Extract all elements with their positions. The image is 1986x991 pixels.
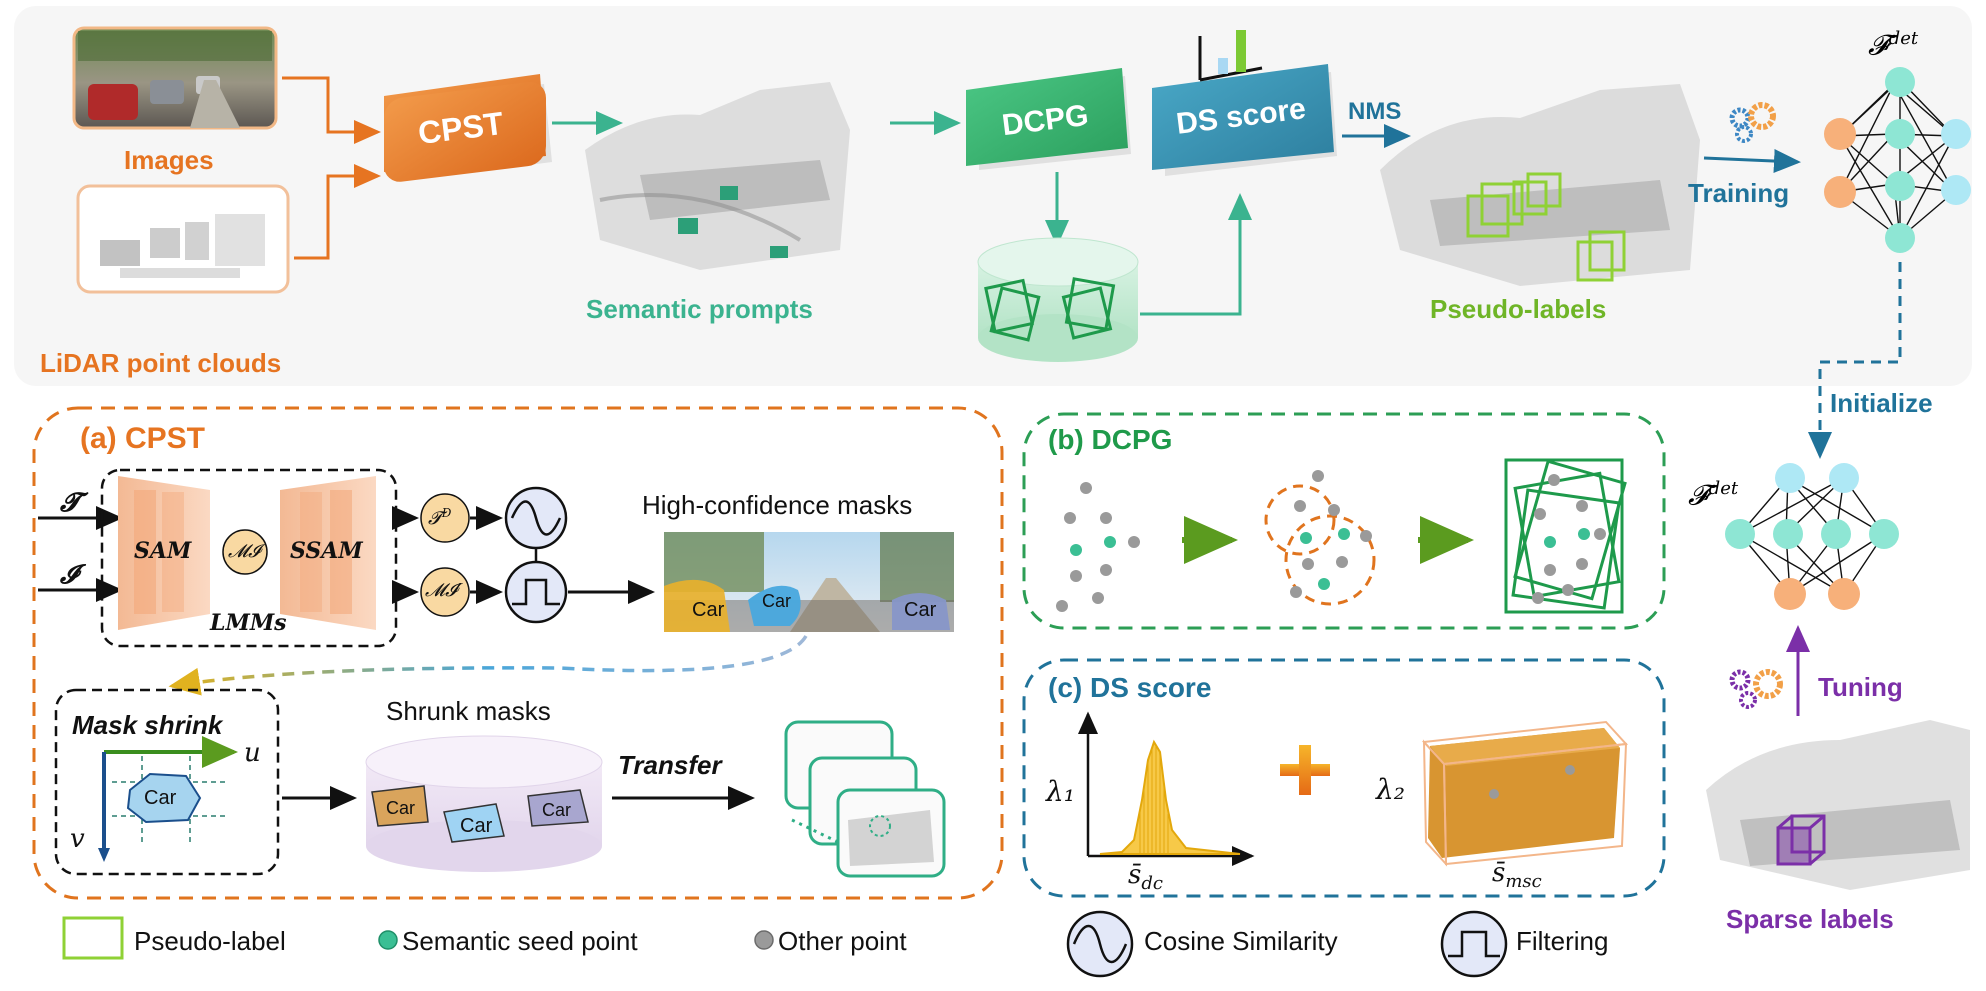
fdet-bottom-label: 𝓕det [1688,478,1739,512]
shrunk-car-2: Car [460,815,493,837]
panel-a-frame [32,406,1004,900]
legend-other-point: Other point [778,926,907,956]
shrunk-masks-cylinder [365,735,603,872]
semantic-prompts-label: Semantic prompts [586,294,813,324]
smsc-label: s̄msc [1492,858,1542,893]
sdc-label: s̄dc [1128,860,1163,895]
i-symbol: 𝓘 [60,560,78,590]
lambda1-label: λ₁ [1046,775,1075,808]
ssam-block [280,476,376,630]
images-label: Images [124,145,214,175]
ds-score-box [1152,64,1337,176]
legend-seed-point-swatch [378,930,398,950]
td-label: 𝓣D [428,506,452,529]
training-label: Training [1688,178,1790,208]
panel-c-title: (c) DS score [1048,672,1212,703]
mask-car-2: Car [762,591,792,611]
camera-image-thumbnail [72,26,278,130]
td-circle [420,493,470,543]
legend-filtering: Filtering [1516,926,1609,956]
ssam-label: SSAM [290,538,363,564]
tuning-label: Tuning [1818,672,1903,702]
transfer-label: Transfer [618,750,722,780]
tuning-gear-icon [1729,669,1783,709]
dcpg-box [966,68,1131,170]
dcpg-candidate-boxes [1504,458,1627,614]
lmms-label: LMMs [210,610,287,636]
axis-v-label: v [70,824,85,854]
cpst-box [384,74,552,182]
mask-car-3: Car [904,599,937,621]
mi-prime-circle [420,567,470,617]
t-symbol: 𝓣 [60,488,80,518]
dcpg-clustered-points [1264,470,1376,606]
mask-shrink-axes [98,736,238,862]
sparse-labels-label: Sparse labels [1726,904,1894,934]
lidar-label: LiDAR point clouds [40,348,282,378]
dcpg-raw-points [1056,482,1140,612]
detector-network-top [1824,67,1971,253]
nms-label: NMS [1348,98,1402,125]
mi-circle [222,529,268,575]
shrink-car-label: Car [144,787,177,809]
initialize-arrow [1808,262,1902,459]
cosine-similarity-icon [504,486,568,550]
fdet-top-label: 𝓕det [1868,28,1919,62]
smsc-voxel-box [1421,720,1629,867]
panel-c-frame [1022,658,1666,898]
boxes-to-ds-arrow [1140,193,1252,316]
pseudo-labels-label: Pseudo-labels [1430,294,1607,324]
legend-pseudo-label-swatch [62,916,124,960]
high-conf-label: High-confidence masks [642,490,913,520]
lidar-thumbnail [76,184,290,294]
shrunk-masks-label: Shrunk masks [386,696,551,726]
proposal-cylinder [977,237,1139,362]
initialize-label: Initialize [1830,388,1933,418]
panel-a-title: (a) CPST [80,422,206,455]
legend-filtering-icon [1440,910,1508,978]
axis-u-label: u [244,738,261,768]
sdc-distribution-plot [1078,711,1255,866]
lmms-frame [100,468,398,648]
lidar-to-cpst-arrow [294,164,381,260]
filtering-icon [504,560,568,624]
transfer-pointcloud-stack [784,720,946,878]
legend-pseudo-label: Pseudo-label [134,926,286,956]
training-arrow [1703,148,1801,173]
legend-cosine-icon [1066,910,1134,978]
images-to-cpst-arrow [282,76,381,144]
pseudo-labels-pointcloud [1380,84,1700,286]
gear-icon [1729,102,1776,143]
shrunk-car-3: Car [542,800,572,820]
lambda2-label: λ₂ [1376,773,1405,806]
mask-shrink-label: Mask shrink [72,710,223,740]
bar-chart-icon [1198,30,1263,82]
sparse-labels-pointcloud [1706,720,1970,890]
shrunk-car-1: Car [386,798,416,818]
detector-network-bottom [1725,463,1899,610]
panel-b-title: (b) DCPG [1048,424,1173,455]
legend-seed-point: Semantic seed point [402,926,638,956]
high-confidence-masks-image [664,532,954,632]
mi-prime-label: 𝓜𝓘′ [425,580,462,601]
sam-label: SAM [134,538,192,564]
legend-cosine: Cosine Similarity [1144,926,1338,956]
legend-other-point-swatch [754,930,774,950]
semantic-prompts-pointcloud [585,82,850,270]
mask-shrink-frame [54,688,280,876]
plus-icon [1280,745,1330,795]
masks-to-shrink-arrow [168,635,808,696]
panel-b-frame [1022,412,1666,630]
mask-car-1: Car [692,599,725,621]
sam-block [118,476,210,630]
mi-label: 𝓜𝓘 [228,541,261,562]
